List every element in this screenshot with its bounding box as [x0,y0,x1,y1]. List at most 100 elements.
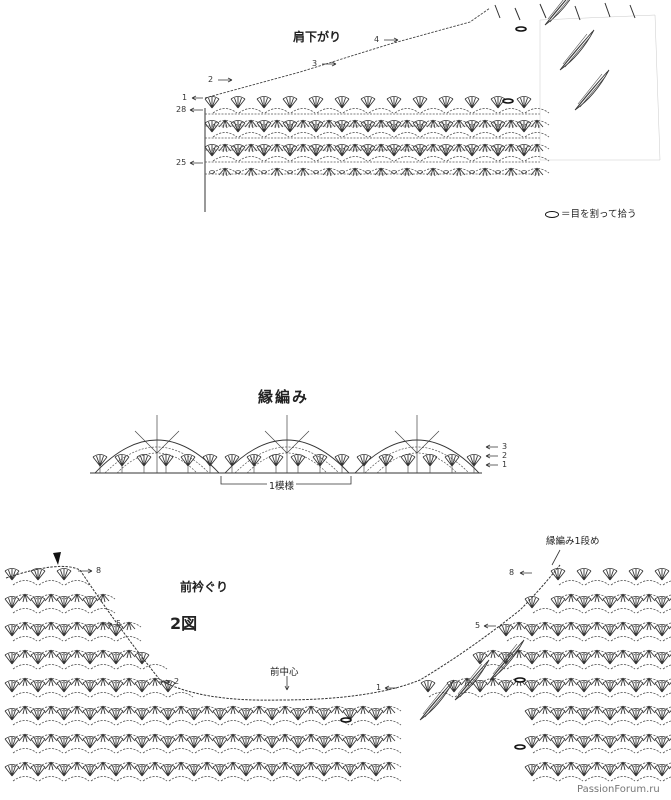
shell-stitch [628,624,644,637]
chain-loop [420,156,446,162]
shell-stitch [654,596,670,609]
edging-row-2: 2 [502,451,508,460]
shell-stitch [368,708,384,721]
edging-row-3: 3 [502,442,508,451]
chain-loop [246,748,272,754]
chain-loop [584,720,610,726]
shell-stitch [212,708,228,721]
shell-stitch [256,96,272,109]
shell-stitch [498,680,514,693]
shell-stitch [550,680,566,693]
chain-loop [350,776,376,782]
edging-shell [136,454,152,467]
shell-stitch [4,596,20,609]
shell-stitch [30,680,46,693]
shell-stitch [446,680,462,693]
shell-stitch [134,764,150,777]
shell-stitch [550,708,566,721]
shell-stitch [160,708,176,721]
chain-loop [64,636,90,642]
shell-stitch [654,652,670,665]
neck-right-row-5: 5 [475,621,481,630]
chain-loop [472,156,498,162]
chain-loop [532,748,558,754]
shell-stitch [238,736,254,749]
shell-stitch [30,596,46,609]
chain-loop [38,776,64,782]
neck-left-row-8: 8 [96,566,102,575]
shell-stitch [342,764,358,777]
chain-loop [12,776,38,782]
edging-shell [246,454,262,467]
shell-stitch [56,736,72,749]
shell-stitch [108,736,124,749]
shell-stitch [550,624,566,637]
shell-stitch [82,680,98,693]
chain-loop [446,108,472,114]
chain-loop [168,720,194,726]
chain-loop [498,156,524,162]
center-label: 前中心 [270,667,299,678]
shell-stitch [576,624,592,637]
shell-stitch [602,652,618,665]
chain-loop [272,748,298,754]
chain-loop [90,636,116,642]
chain-loop [90,692,116,698]
shell-stitch [628,764,644,777]
chain-loop [524,108,550,114]
chain-loop [558,776,584,782]
shell-stitch [4,652,20,665]
shell-stitch [654,568,670,581]
shell-stitch [334,96,350,109]
chain-loop [532,776,558,782]
chain-loop [290,156,316,162]
chain-loop [636,636,662,642]
shell-stitch [82,652,98,665]
edging-shell [180,454,196,467]
chain-loop [116,776,142,782]
chain-loop [420,108,446,114]
chain-loop [558,636,584,642]
shell-stitch [82,736,98,749]
legend-text: ＝目を割って拾う [561,209,637,220]
chain-loop [532,608,558,614]
shell-stitch [654,624,670,637]
shell-stitch [516,96,532,109]
chain-loop [90,608,116,614]
chain-loop [662,692,671,698]
chain-loop [350,748,376,754]
chain-loop [498,108,524,114]
shell-stitch [472,680,488,693]
shell-stitch [602,736,618,749]
shell-stitch [56,624,72,637]
chain-loop [38,720,64,726]
chain-loop [298,748,324,754]
shell-stitch [576,708,592,721]
chain-loop [298,776,324,782]
chain-loop [636,776,662,782]
chain-loop [168,776,194,782]
edging-shell [400,454,416,467]
shell-stitch [316,708,332,721]
chain-loop [64,608,90,614]
shell-stitch [576,596,592,609]
shell-stitch [56,680,72,693]
chain-loop [446,132,472,138]
neck-right-row-8: 8 [509,568,515,577]
chain-loop [220,776,246,782]
edging-shell [268,454,284,467]
shell-stitch [628,736,644,749]
shell-stitch [550,596,566,609]
chain-loop [368,156,394,162]
chain-loop [584,580,610,586]
chain-loop [290,132,316,138]
shell-stitch [30,708,46,721]
shell-stitch [576,736,592,749]
shell-stitch [342,736,358,749]
edging-note: 縁編み1段め [546,536,600,547]
chain-loop [38,692,64,698]
chain-loop [272,776,298,782]
chain-loop [584,748,610,754]
shell-stitch [212,764,228,777]
